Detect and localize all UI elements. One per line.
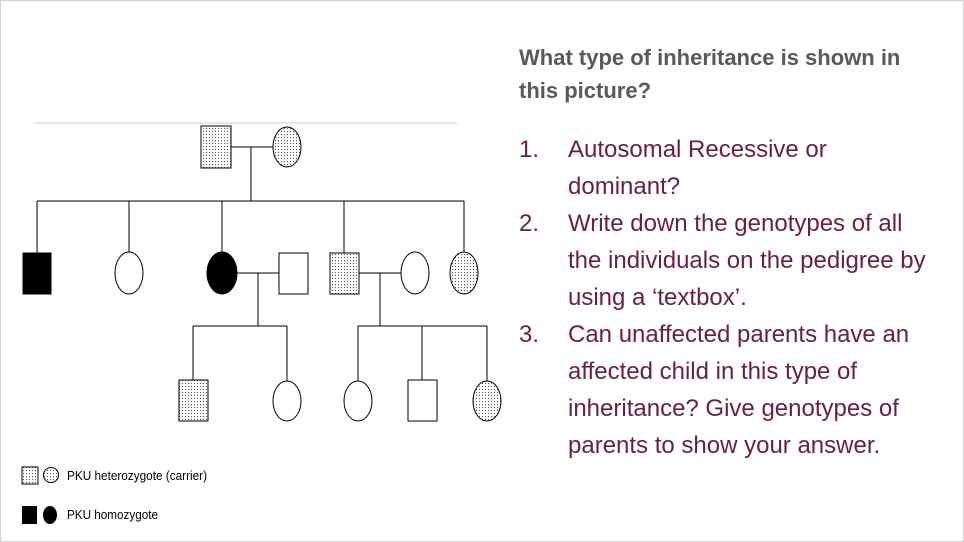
unaffected-male-spouse-gen2 xyxy=(278,252,309,295)
question-list: 1. Autosomal Recessive or dominant? 2. W… xyxy=(519,131,939,464)
legend-carrier-label: PKU heterozygote (carrier) xyxy=(67,468,207,483)
affected-male-gen2 xyxy=(22,252,52,295)
legend-homozygote-label: PKU homozygote xyxy=(67,507,158,522)
pedigree-lines xyxy=(36,146,488,381)
carrier-male-gen1 xyxy=(200,125,232,169)
unaffected-male-gen3 xyxy=(407,379,438,422)
pedigree-diagram: PKU heterozygote (carrier) PKU homozygot… xyxy=(21,122,502,524)
legend-carrier-square-icon xyxy=(21,466,39,485)
legend-carrier-circle-icon xyxy=(43,467,59,483)
question-item-text: Write down the genotypes of all the indi… xyxy=(568,210,926,311)
unaffected-female-gen3 xyxy=(272,380,302,422)
unaffected-female-gen2 xyxy=(114,251,144,295)
question-item-1: 1. Autosomal Recessive or dominant? xyxy=(519,131,939,205)
legend-affected-circle-icon xyxy=(43,506,57,524)
legend: PKU heterozygote (carrier) PKU homozygot… xyxy=(21,466,207,524)
question-item-number: 3. xyxy=(519,321,540,348)
legend-affected-square-icon xyxy=(22,506,37,524)
carrier-female-gen1 xyxy=(272,126,302,168)
carrier-female-gen3 xyxy=(472,380,502,422)
question-item-2: 2. Write down the genotypes of all the i… xyxy=(519,205,939,316)
question-item-3: 3. Can unaffected parents have an affect… xyxy=(519,316,939,464)
carrier-male-gen3 xyxy=(178,379,209,422)
question-title: What type of inheritance is shown in thi… xyxy=(519,45,901,103)
affected-female-gen2 xyxy=(206,251,238,295)
question-item-number: 2. xyxy=(519,210,540,237)
question-item-text: Autosomal Recessive or dominant? xyxy=(568,136,827,200)
unaffected-female-spouse-gen2 xyxy=(400,251,430,295)
question-item-number: 1. xyxy=(519,136,540,163)
carrier-male-gen2 xyxy=(329,252,360,295)
carrier-female-gen2 xyxy=(449,251,479,295)
question-item-text: Can unaffected parents have an affected … xyxy=(568,321,910,459)
unaffected-female-gen3 xyxy=(343,380,373,422)
